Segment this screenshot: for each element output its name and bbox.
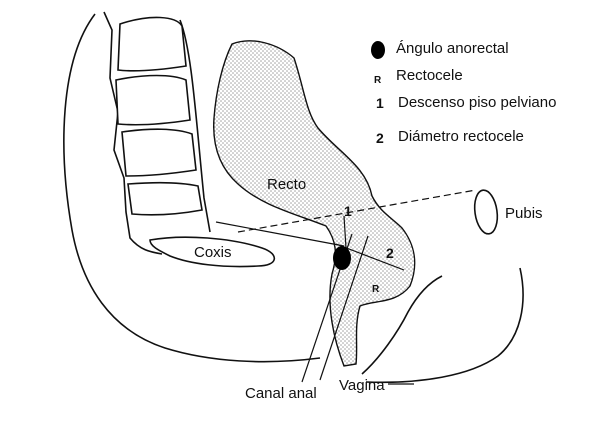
legend-rectocele-marker: R [374, 75, 382, 86]
legend-angle-bullet [371, 41, 385, 59]
vertebra-2 [115, 74, 191, 126]
legend-one-marker: 1 [376, 95, 384, 111]
measure-line-1 [343, 215, 347, 249]
rectum-shape [213, 40, 416, 367]
label-recto: Recto [267, 176, 307, 193]
vertebra-1 [117, 16, 187, 72]
anal-canal-line-a [319, 235, 369, 381]
marker-r: R [372, 284, 380, 295]
sacrum-outline [63, 13, 321, 363]
perineum-line [365, 267, 524, 384]
legend-diameter-label: Diámetro rectocele [398, 128, 524, 145]
coccyx-shape [149, 236, 276, 268]
label-vagina: Vagina [339, 377, 385, 394]
pubococcygeal-line [237, 189, 477, 233]
label-canal-anal: Canal anal [245, 385, 317, 402]
label-pubis: Pubis [505, 205, 543, 222]
vagina-contour [361, 275, 443, 375]
marker-1: 1 [344, 203, 352, 219]
label-coxis: Coxis [194, 244, 232, 261]
legend-two-marker: 2 [376, 130, 384, 146]
vertebra-3 [121, 128, 197, 177]
legend-descent-label: Descenso piso pelviano [398, 94, 557, 111]
sacrum-inner-contour [179, 19, 211, 233]
legend-rectocele-label: Rectocele [396, 67, 463, 84]
rectal-axis-line [215, 221, 345, 247]
anorectal-angle-marker [333, 246, 351, 270]
vertebra-4 [127, 181, 203, 216]
legend-angle-label: Ángulo anorectal [396, 40, 509, 57]
marker-2: 2 [386, 245, 394, 261]
pubis-shape [473, 189, 499, 235]
